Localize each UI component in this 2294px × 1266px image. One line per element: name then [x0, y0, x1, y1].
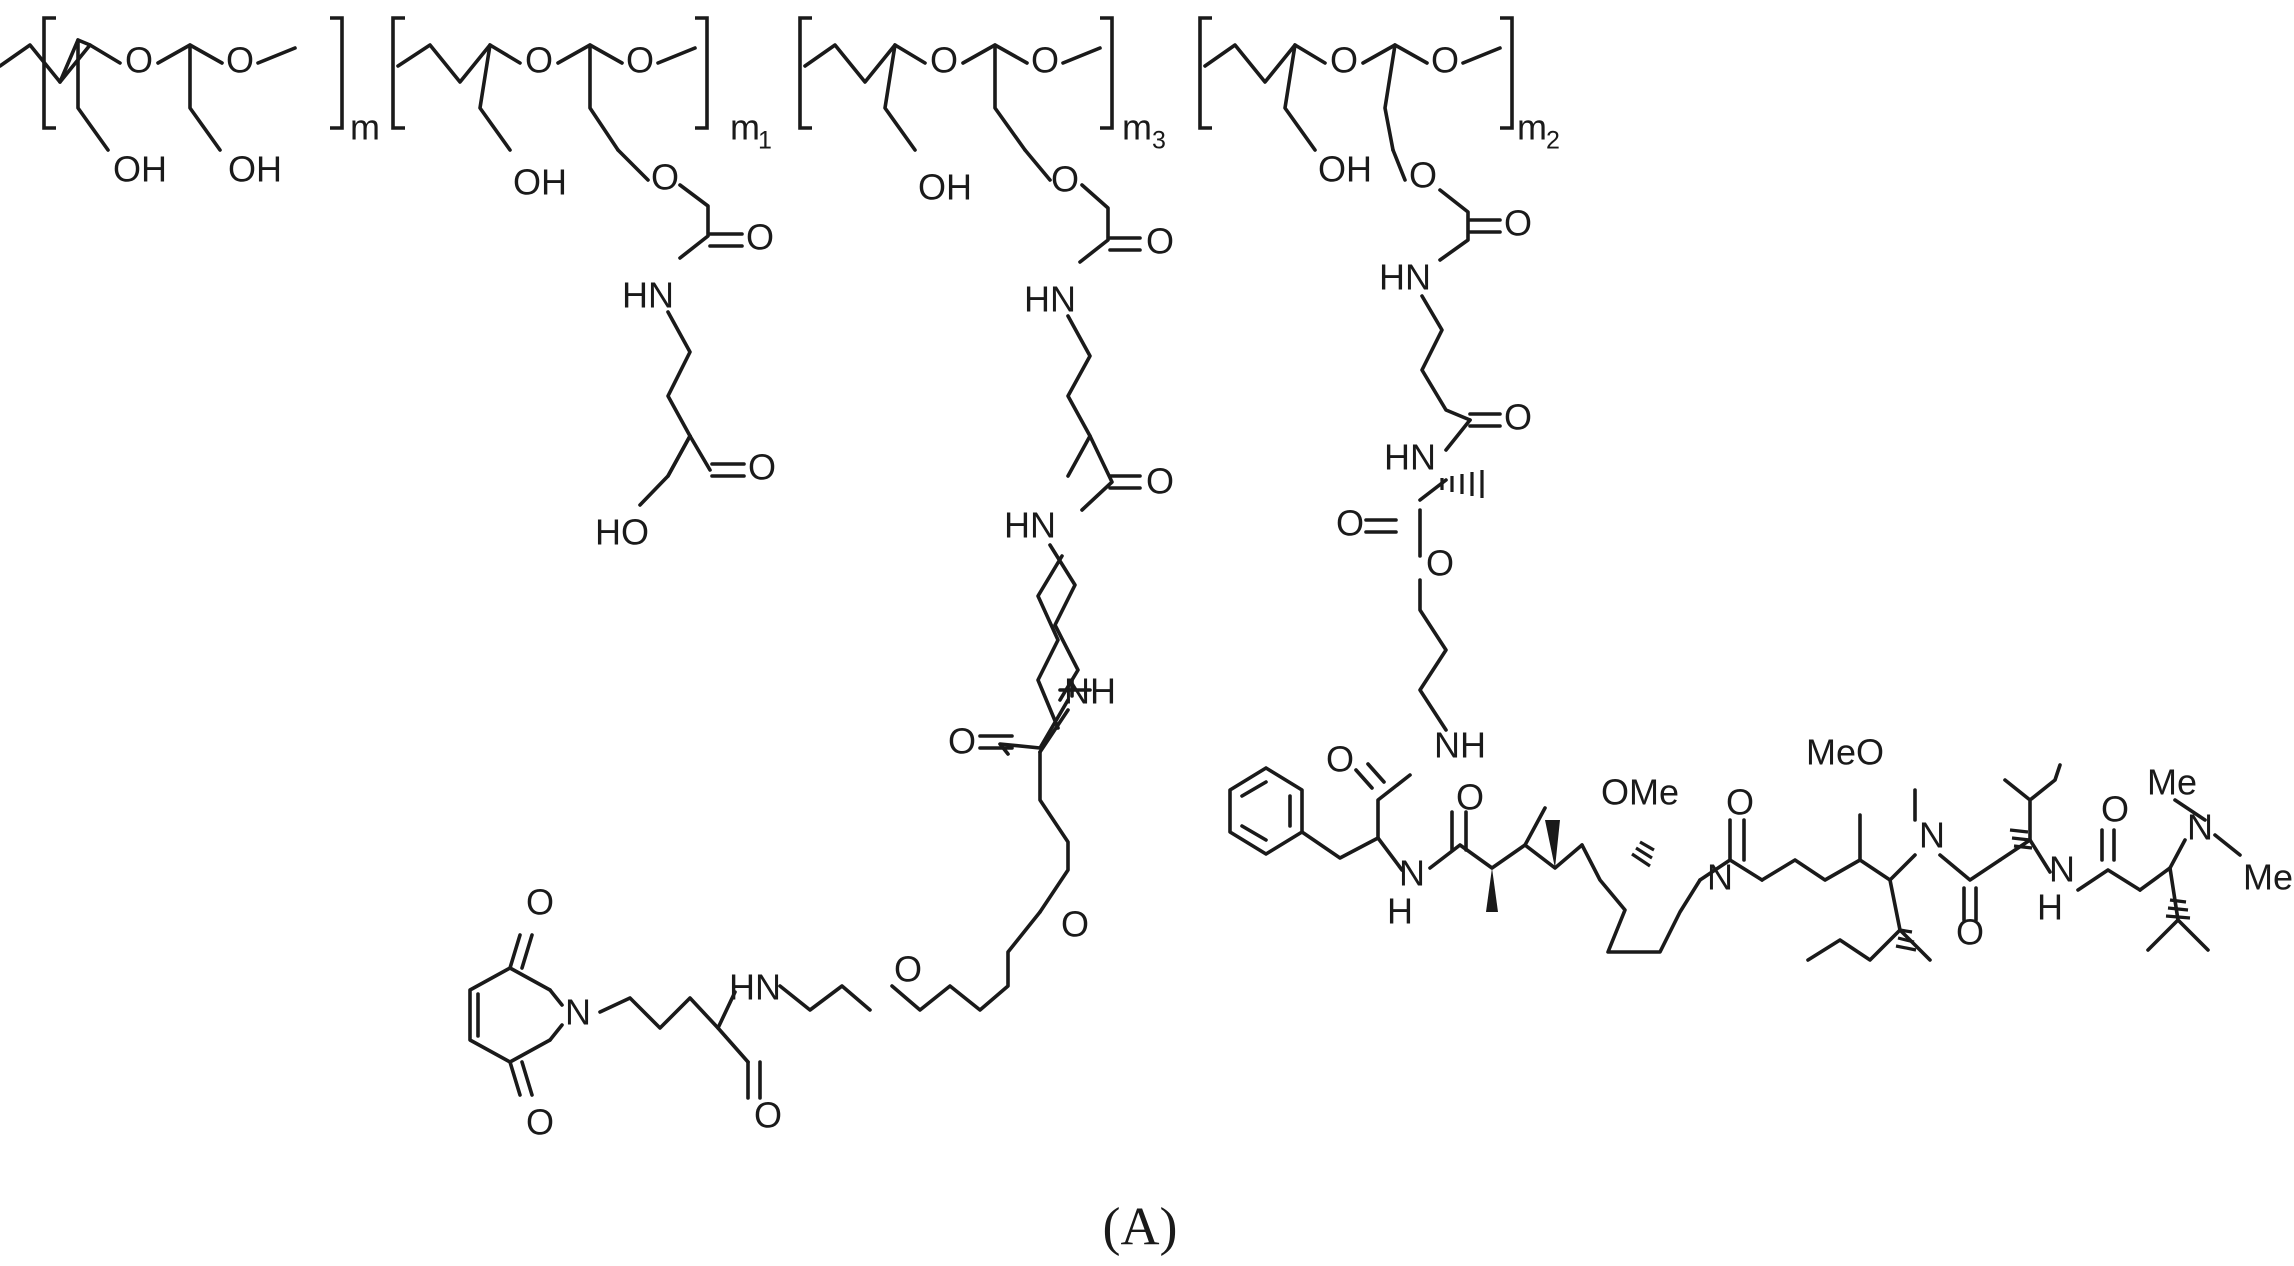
- figure-caption: (A): [1103, 1196, 1178, 1256]
- dolaisoleuine-residue: MeO N O: [1762, 732, 2000, 960]
- atom-n: N: [565, 992, 591, 1033]
- subscript-m2: m: [1517, 107, 1547, 148]
- atom-o: O: [1031, 40, 1059, 81]
- atom-o: O: [526, 882, 554, 923]
- pendant-maleimide-linker: O O HN O HN NH: [1000, 150, 1174, 754]
- peg-linker: O O O HN: [729, 710, 1089, 1010]
- atom-n: N: [1399, 853, 1425, 894]
- atom-o: O: [2101, 789, 2129, 830]
- subscript-m3-index: 3: [1152, 127, 1166, 155]
- atom-o: O: [748, 447, 776, 488]
- atom-o: O: [1426, 543, 1454, 584]
- dimethylvaline-residue: N Me Me: [2140, 762, 2293, 950]
- subscript-m: m: [350, 107, 380, 148]
- atom-n: N: [2049, 849, 2075, 890]
- atom-o: O: [125, 40, 153, 81]
- atom-o: O: [651, 157, 679, 198]
- atom-nh: NH: [1434, 725, 1486, 766]
- atom-oh: OH: [1318, 149, 1372, 190]
- atom-n: N: [2187, 807, 2213, 848]
- atom-ho: HO: [595, 512, 649, 553]
- atom-o: O: [1336, 503, 1364, 544]
- repeat-subscripts: m m 1 m 3 m 2: [350, 107, 1560, 155]
- atom-o: O: [754, 1095, 782, 1136]
- atom-n: N: [1707, 857, 1733, 898]
- subscript-m1: m: [730, 107, 760, 148]
- hydroxymethyl-pendants: [60, 40, 1395, 150]
- atom-hn: HN: [1004, 505, 1056, 546]
- atom-o: O: [1146, 221, 1174, 262]
- atom-n: N: [1919, 815, 1945, 856]
- atom-hn: HN: [729, 967, 781, 1008]
- atom-hn: HN: [1379, 257, 1431, 298]
- atom-meo: MeO: [1806, 732, 1884, 773]
- atom-oh: OH: [918, 167, 972, 208]
- dolaproine-residue: O OMe N O: [1430, 772, 1762, 952]
- atom-o: O: [626, 40, 654, 81]
- atom-o: O: [526, 1102, 554, 1143]
- alanine-methyl-hash: [1442, 470, 1482, 498]
- atom-o: O: [1431, 40, 1459, 81]
- atom-o: O: [1726, 782, 1754, 823]
- atom-hn: HN: [1024, 279, 1076, 320]
- pendant-drug-linker: O O HN O HN O O NH: [1336, 150, 1532, 766]
- atom-o: O: [1330, 40, 1358, 81]
- atom-o: O: [1956, 912, 1984, 953]
- atom-o: O: [1326, 739, 1354, 780]
- atom-o: O: [226, 40, 254, 81]
- pendant-carboxylic-acid: O O HN O HO: [595, 150, 776, 553]
- atom-o: O: [1146, 461, 1174, 502]
- atom-o: O: [1061, 904, 1089, 945]
- atom-o: O: [930, 40, 958, 81]
- subscript-m3: m: [1122, 107, 1152, 148]
- atom-oh: OH: [228, 149, 282, 190]
- atom-hn: HN: [1384, 437, 1436, 478]
- atom-me: Me: [2243, 857, 2293, 898]
- valine-residue: N H O: [2000, 765, 2140, 928]
- atom-o: O: [1504, 203, 1532, 244]
- subscript-m1-index: 1: [758, 127, 772, 155]
- atom-o: O: [1504, 397, 1532, 438]
- atom-ome: OMe: [1601, 772, 1679, 813]
- atom-o: O: [1456, 777, 1484, 818]
- atom-nh: NH: [1064, 671, 1116, 712]
- maleimide-group: N O O O: [470, 882, 782, 1143]
- atom-o: O: [746, 217, 774, 258]
- atom-oh: OH: [113, 149, 167, 190]
- atom-o: O: [894, 949, 922, 990]
- atom-h: H: [1387, 891, 1413, 932]
- atom-o: O: [1409, 155, 1437, 196]
- subscript-m2-index: 2: [1546, 127, 1560, 155]
- phenylalanine-residue: O N H: [1230, 739, 1425, 932]
- atom-me: Me: [2147, 762, 2197, 803]
- atom-o: O: [525, 40, 553, 81]
- atom-oh: OH: [513, 162, 567, 203]
- hydroxyl-labels: OH OH OH OH OH: [113, 149, 1372, 208]
- atom-hn: HN: [622, 275, 674, 316]
- atom-o: O: [1051, 159, 1079, 200]
- atom-o: O: [948, 721, 976, 762]
- atom-h: H: [2037, 887, 2063, 928]
